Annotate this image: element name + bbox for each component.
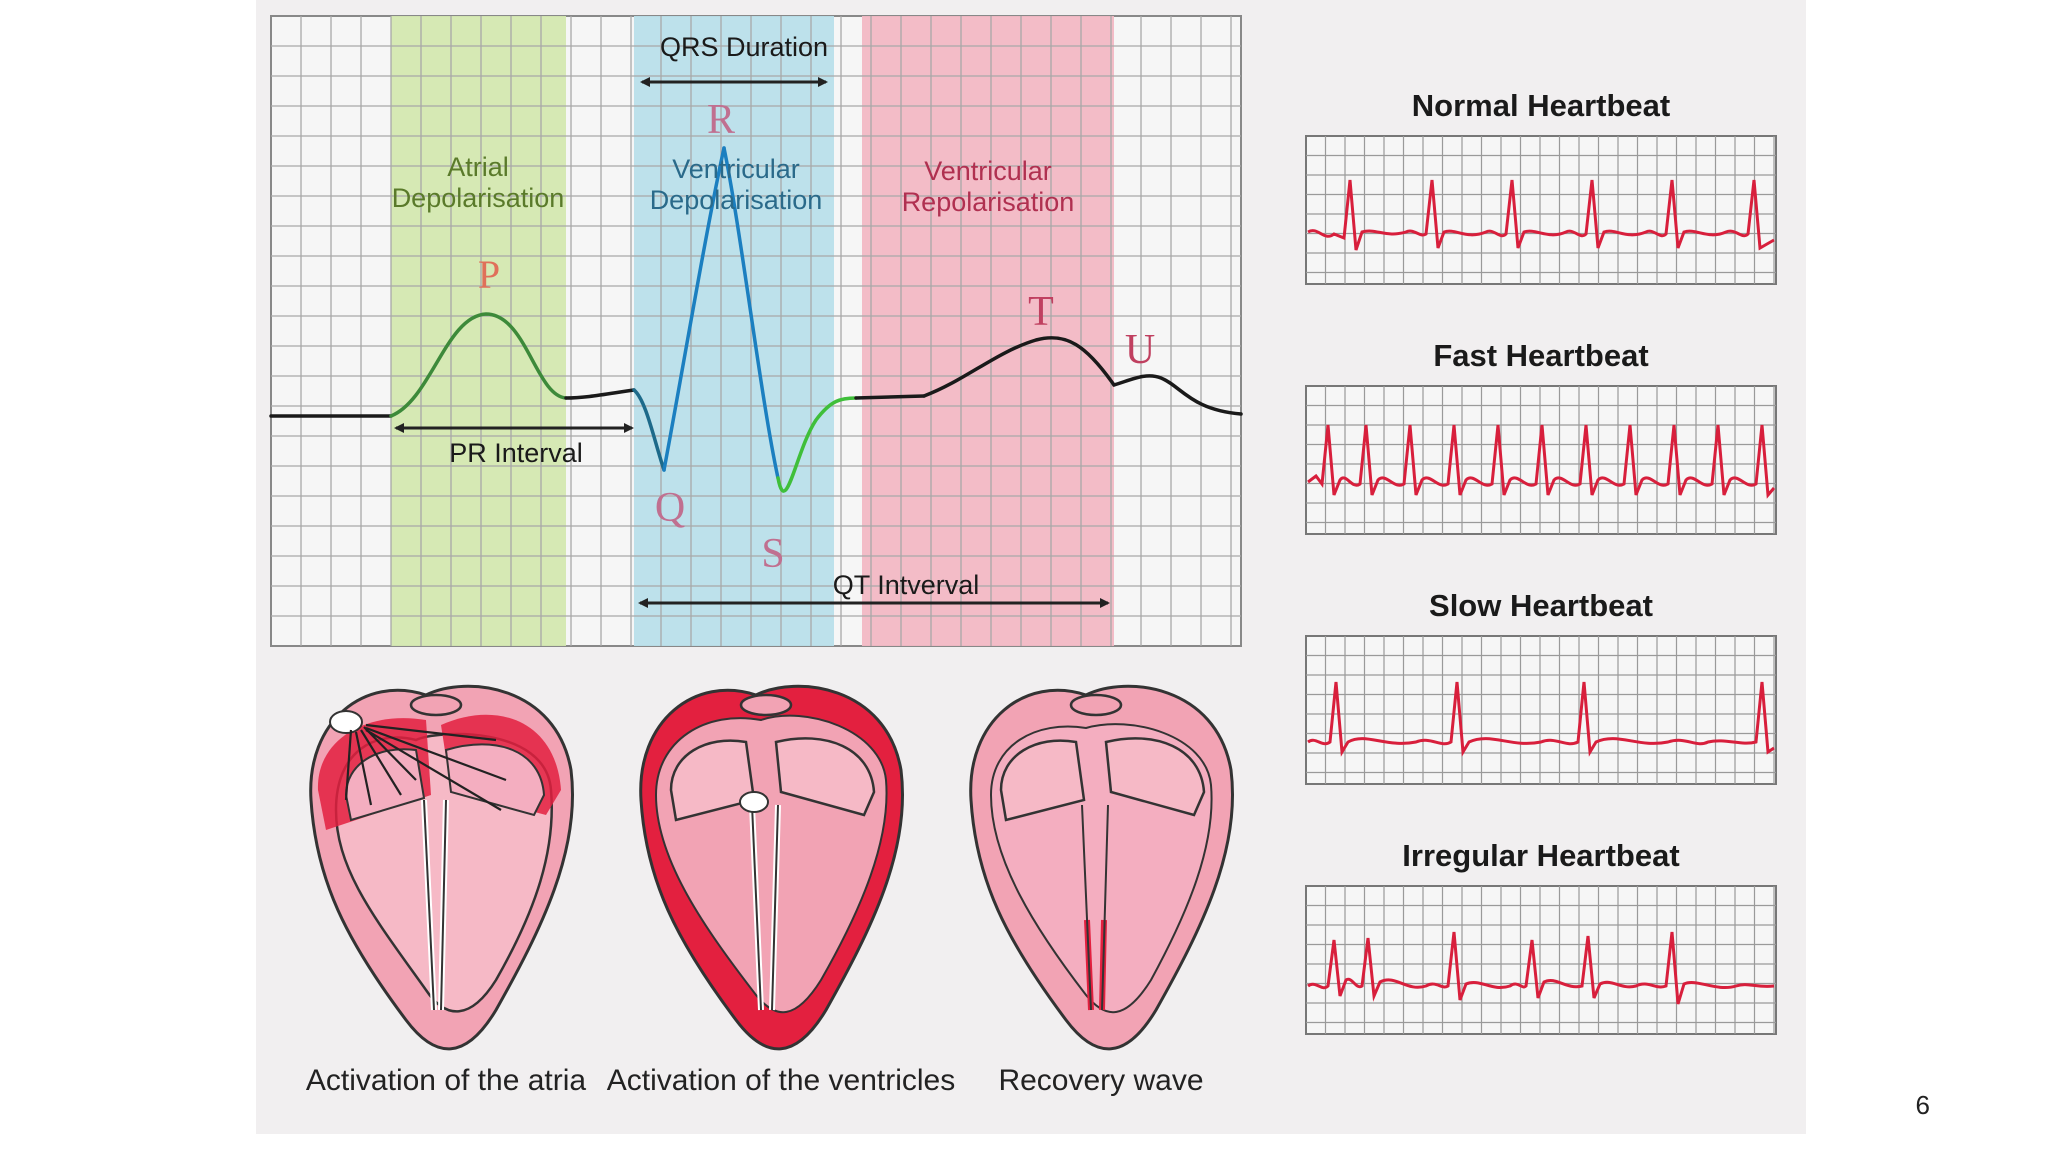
ventricular-depolarisation-zone: [634, 16, 834, 646]
rhythm-title-fast: Fast Heartbeat: [1433, 338, 1649, 373]
p-wave-label: P: [477, 252, 501, 297]
ecg-trace: [269, 146, 1243, 493]
st-segment: [854, 394, 926, 400]
heart-recovery-wave: [969, 684, 1235, 1051]
p-wave: [389, 312, 568, 418]
q-dip: [632, 388, 666, 472]
atrial-depolarisation-label: Atrial Depolarisation: [391, 152, 565, 214]
heart-caption-ventricles: Activation of the ventricles: [606, 1064, 956, 1097]
ventricular-repolarisation-label: Ventricular Repolarisation: [901, 156, 1075, 218]
pr-interval-label: PR Interval: [449, 438, 583, 468]
ecg-main-grid: [270, 15, 1242, 647]
heart-atria-activation: [309, 684, 575, 1051]
s-dip: [776, 396, 858, 493]
rhythm-title-normal: Normal Heartbeat: [1411, 88, 1671, 123]
ecg-diagram-svg: [269, 15, 1777, 1051]
s-wave-label: S: [761, 531, 785, 577]
r-wave-label: R: [706, 97, 735, 143]
ventricular-repolarisation-zone: [862, 16, 1114, 646]
qrs-duration-label: QRS Duration: [659, 32, 829, 62]
rhythm-strip-normal: [1305, 135, 1777, 285]
rhythm-strip-fast: [1305, 385, 1777, 535]
interval-arrows: [394, 77, 1110, 608]
r-downstroke: [722, 146, 780, 480]
ecg-figure: QRS Duration Atrial Depolarisation Ventr…: [256, 0, 1806, 1134]
q-wave-label: Q: [654, 485, 686, 531]
rhythm-strip-irregular: [1305, 885, 1777, 1035]
slide-number: 6: [1915, 1090, 1930, 1120]
r-upstroke: [662, 146, 726, 472]
u-wave-label: U: [1124, 327, 1156, 373]
u-wave: [1112, 374, 1243, 416]
rhythm-strip-slow: [1305, 635, 1777, 785]
ventricular-depolarisation-label: Ventricular Depolarisation: [649, 154, 823, 216]
rhythm-strips: [1305, 135, 1777, 1035]
heart-caption-recovery: Recovery wave: [998, 1064, 1204, 1097]
rhythm-title-irregular: Irregular Heartbeat: [1402, 838, 1680, 873]
heart-caption-atria: Activation of the atria: [305, 1064, 587, 1097]
pr-segment: [564, 388, 636, 400]
atrial-depolarisation-zone: [391, 16, 566, 646]
t-wave-label: T: [1028, 289, 1054, 335]
t-wave: [922, 336, 1116, 398]
qt-interval-label: QT Intverval: [832, 570, 980, 600]
heart-ventricles-activation: [639, 684, 905, 1051]
rhythm-title-slow: Slow Heartbeat: [1429, 588, 1653, 623]
